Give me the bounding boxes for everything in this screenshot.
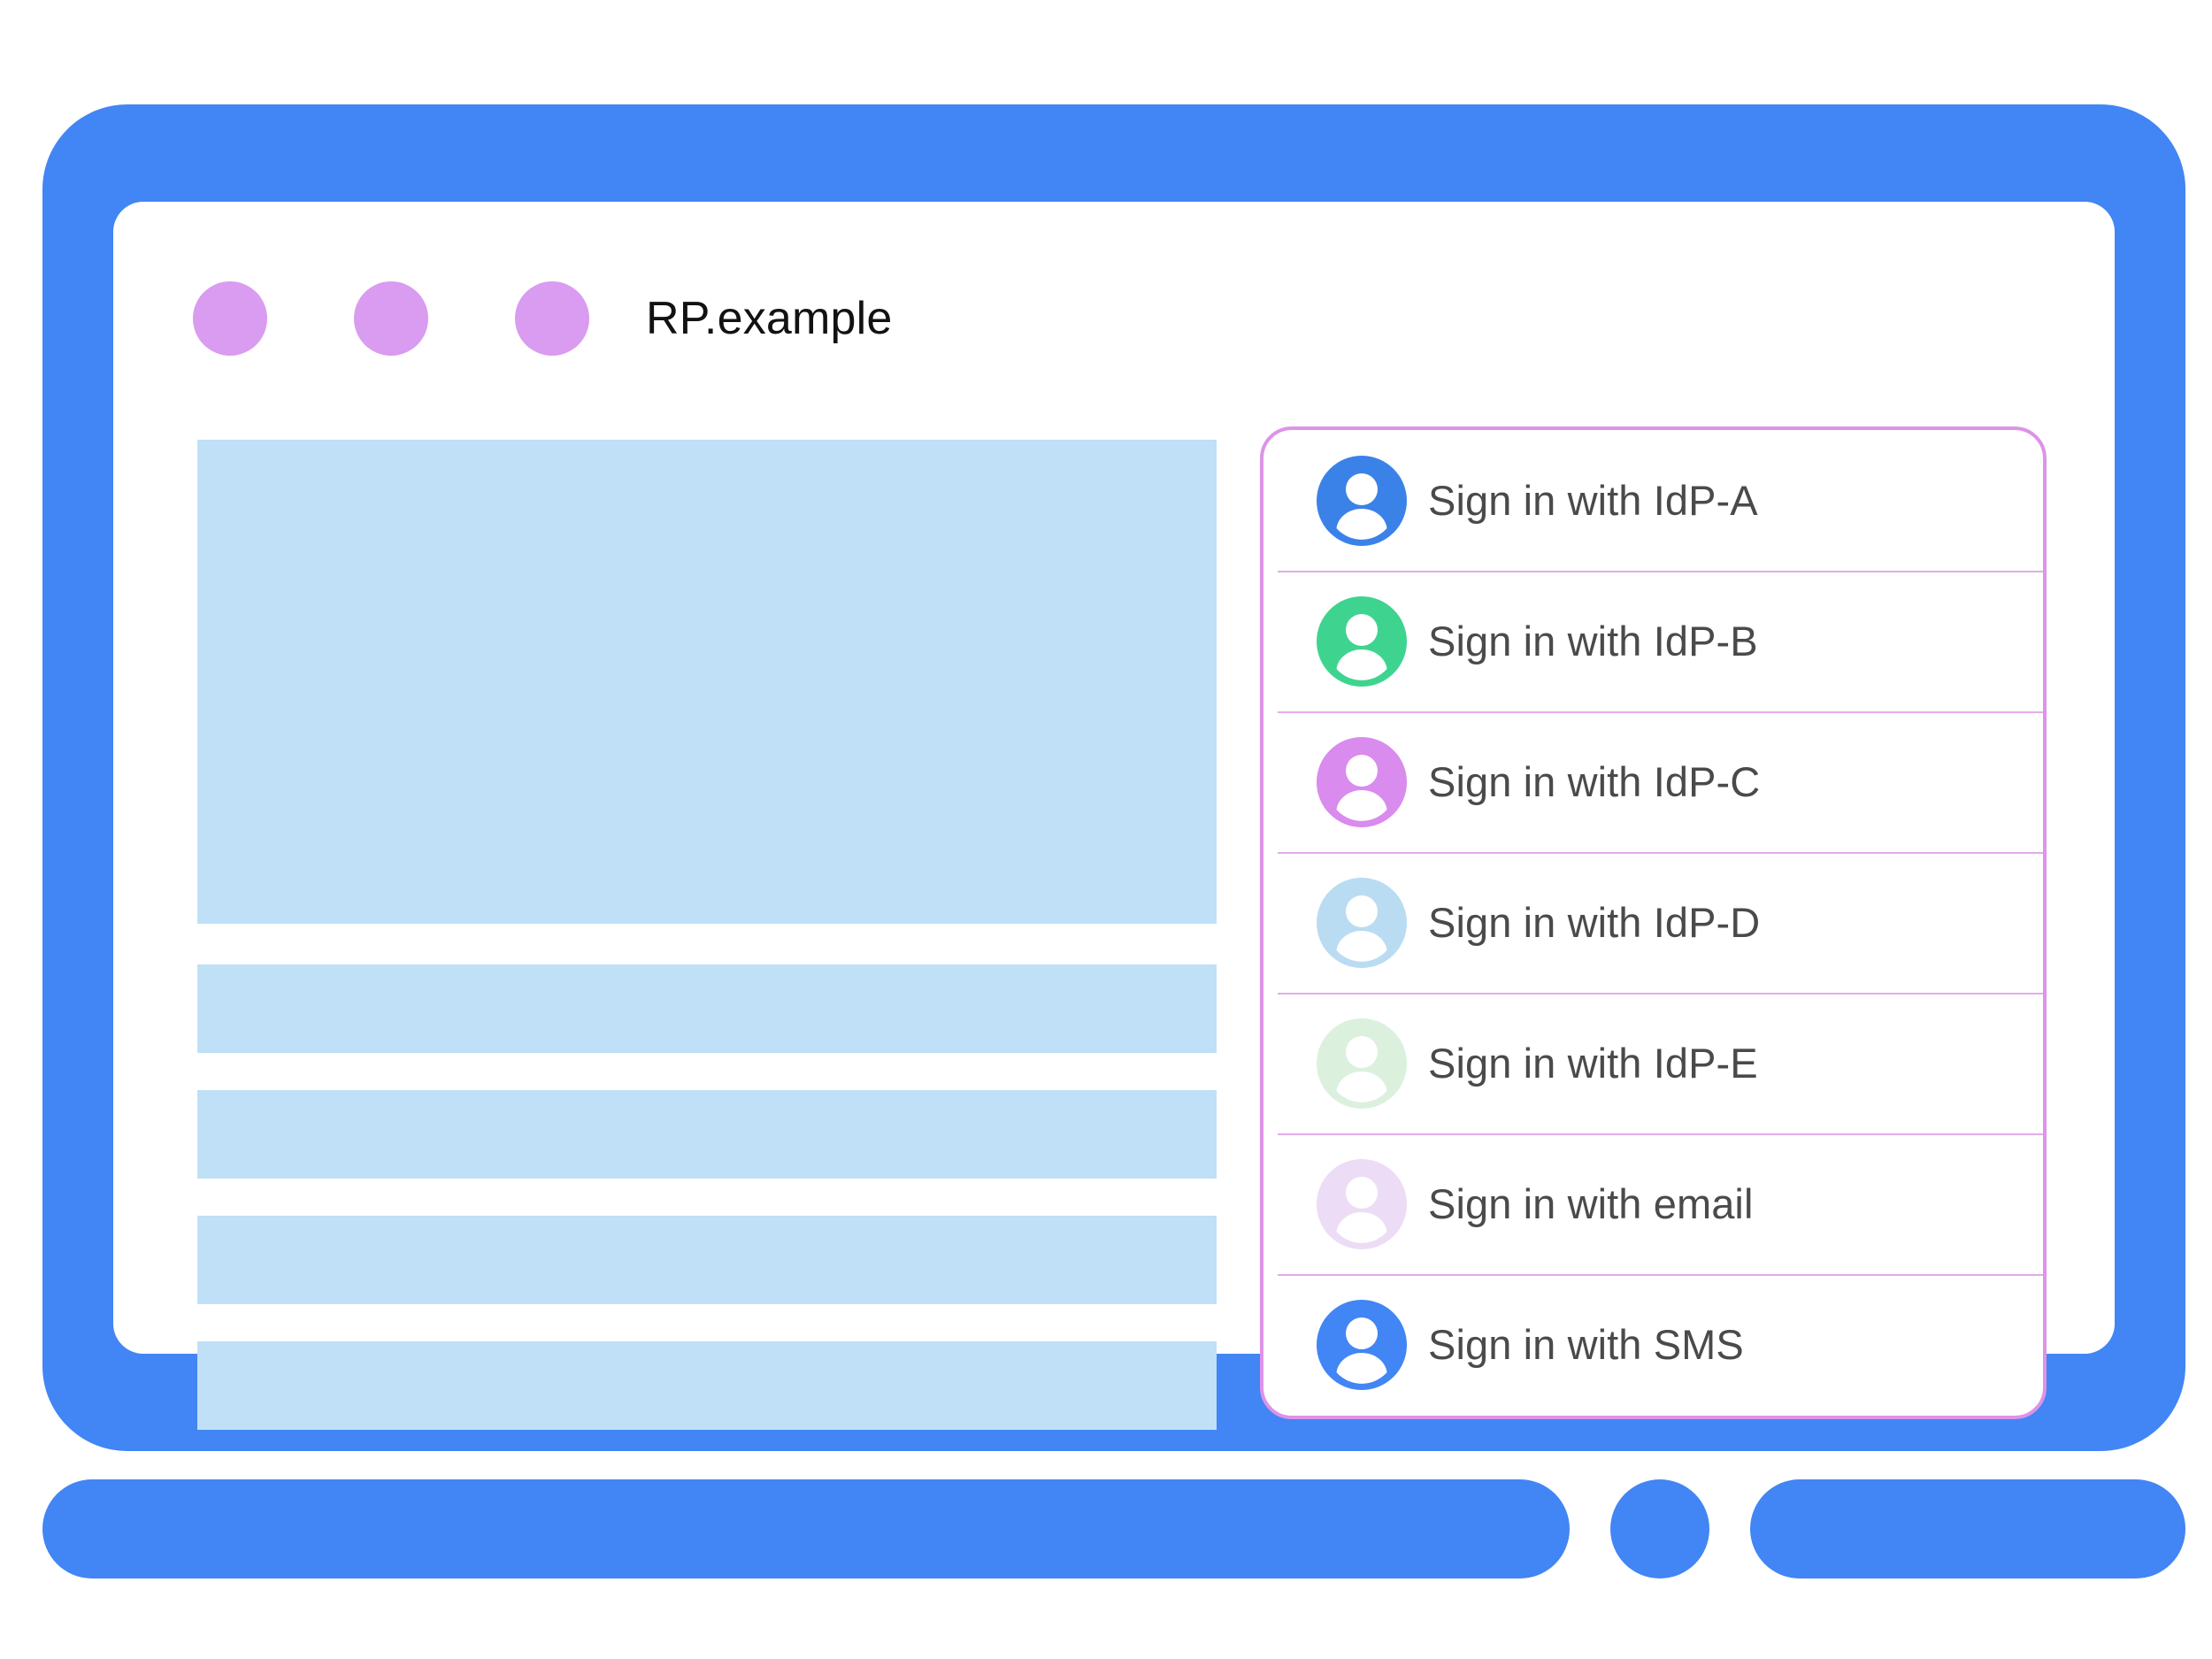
signin-option-row[interactable]: Sign in with IdP-C: [1263, 711, 2043, 852]
person-avatar-icon: [1317, 595, 1407, 687]
person-avatar-icon: [1317, 1158, 1407, 1249]
signin-option-row[interactable]: Sign in with IdP-B: [1263, 571, 2043, 711]
device-bezel-bottom-right: [1750, 1479, 2185, 1578]
signin-option-row[interactable]: Sign in with IdP-D: [1263, 852, 2043, 993]
person-avatar-icon: [1317, 736, 1407, 827]
hero-block: [197, 440, 1217, 924]
home-button[interactable]: [1610, 1479, 1709, 1578]
signin-option-label: Sign in with IdP-E: [1428, 1040, 1758, 1087]
signin-option-label: Sign in with SMS: [1428, 1321, 1744, 1368]
signin-option-row[interactable]: Sign in with IdP-A: [1263, 430, 2043, 571]
device-bezel-bottom-left: [42, 1479, 1570, 1578]
signin-option-row[interactable]: Sign in with SMS: [1263, 1274, 2043, 1415]
person-avatar-icon: [1317, 877, 1407, 968]
purple-dot-icon-1: [193, 281, 267, 356]
text-block-1: [197, 964, 1217, 1053]
page-title: RP.example: [646, 293, 893, 344]
purple-dot-icon-3: [515, 281, 589, 356]
text-block-2: [197, 1090, 1217, 1179]
signin-option-row[interactable]: Sign in with IdP-E: [1263, 993, 2043, 1133]
person-avatar-icon: [1317, 1018, 1407, 1109]
text-block-3: [197, 1216, 1217, 1304]
person-avatar-icon: [1317, 455, 1407, 546]
signin-option-row[interactable]: Sign in with email: [1263, 1133, 2043, 1274]
signin-option-label: Sign in with IdP-B: [1428, 618, 1758, 664]
person-avatar-icon: [1317, 1299, 1407, 1390]
account-chooser-list: Sign in with IdP-A Sign in with IdP-B Sign…: [1263, 430, 2043, 1416]
browser-title-bar: RP.example: [113, 265, 2115, 372]
text-block-4: [197, 1341, 1217, 1430]
signin-option-label: Sign in with IdP-A: [1428, 477, 1758, 524]
signin-option-label: Sign in with IdP-C: [1428, 758, 1761, 805]
purple-dot-icon-2: [354, 281, 428, 356]
account-chooser-panel: Sign in with IdP-A Sign in with IdP-B Sign…: [1260, 426, 2047, 1419]
signin-option-label: Sign in with IdP-D: [1428, 899, 1761, 946]
signin-option-label: Sign in with email: [1428, 1180, 1754, 1227]
